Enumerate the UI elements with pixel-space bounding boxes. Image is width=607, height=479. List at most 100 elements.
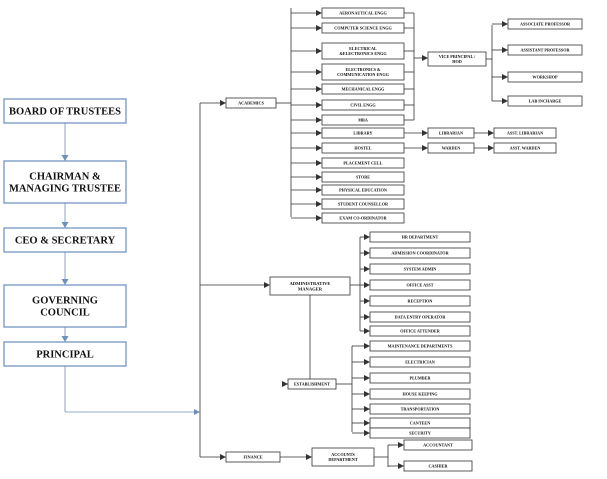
establishment-unit-node-5-box	[369, 403, 471, 415]
establishment-unit-node-1-label: MAINTENANCE DEPARTMENTS	[388, 343, 453, 348]
establishment-node: ESTABLISHMENT	[287, 378, 337, 390]
arrow-head-icon	[316, 187, 322, 193]
dept-node-4: ELECTRONICS &COMMUNICATION ENGG	[321, 63, 405, 81]
faculty-node-3: WORKSHOP	[507, 71, 583, 83]
academics-node: ACADEMICS	[225, 97, 277, 109]
admin-manager-node-label: ADMINISTRATIVE	[289, 281, 330, 286]
asst-warden-node-label: ASST. WARDEN	[510, 145, 541, 150]
establishment-unit-node-3: PLUMBER	[369, 372, 471, 384]
asst-warden-node: ASST. WARDEN	[493, 142, 557, 154]
library-node-label: LIBRARY	[353, 130, 372, 135]
dept-node-3-label: &ELECTRONICS ENGG	[339, 51, 387, 56]
arrow-head-icon	[364, 266, 370, 272]
arrow-head-icon	[488, 145, 494, 151]
faculty-node-4-label: LAB INCHARGE	[529, 98, 562, 103]
admin-staff-node-3-label: SYSTEM ADMIN	[404, 266, 437, 271]
admin-staff-node-4-box	[369, 279, 471, 291]
arrow-head-icon	[364, 314, 370, 320]
arrow-head-icon	[61, 222, 69, 228]
admin-staff-node-4: OFFICE ASST	[369, 279, 471, 291]
main-chain-box-1-box	[3, 98, 127, 124]
establishment-unit-node-4-label: HOUSE KEEPING	[402, 391, 438, 396]
arrow-head-icon	[398, 463, 404, 469]
arrow-head-icon	[61, 155, 69, 161]
asst-librarian-node-box	[493, 127, 557, 139]
warden-node: WARDEN	[427, 142, 475, 154]
establishment-unit-node-7-box	[369, 427, 471, 439]
main-chain-box-3: CEO & SECRETARY	[3, 227, 127, 253]
arrow-head-icon	[220, 454, 226, 460]
main-chain-box-4-label: GOVERNING	[32, 296, 98, 307]
dept-node-7: MBA	[321, 114, 405, 126]
asst-librarian-node-label: ASST. LIBRARIAN	[507, 130, 543, 135]
hostel-node: HOSTEL	[321, 142, 405, 154]
dept-node-3: ELECTRICAL&ELECTRONICS ENGG	[321, 42, 405, 60]
main-chain-box-1-label: BOARD OF TRUSTEES	[9, 107, 121, 118]
arrow-head-icon	[364, 282, 370, 288]
arrow-head-icon	[502, 47, 508, 53]
admin-staff-node-3: SYSTEM ADMIN	[369, 263, 471, 275]
admin-staff-node-3-box	[369, 263, 471, 275]
accountant-node-label: ACCOUNTANT	[423, 442, 453, 447]
dept-node-4-label: COMMUNICATION ENGG	[337, 72, 389, 77]
arrow-head-icon	[316, 86, 322, 92]
arrow-head-icon	[364, 406, 370, 412]
establishment-unit-node-2-box	[369, 356, 471, 368]
arrow-head-icon	[306, 454, 312, 460]
dept-node-2-label: COMPUTER SCIENCE ENGG	[334, 25, 392, 30]
arrow-head-icon	[502, 21, 508, 27]
admin-manager-node-label: MANAGER	[298, 286, 323, 291]
other-node-4: STUDENT COUNSELLOR	[321, 198, 405, 210]
main-chain-box-2-box	[3, 160, 127, 204]
other-node-3-box	[321, 184, 405, 196]
arrow-head-icon	[364, 328, 370, 334]
establishment-unit-node-1: MAINTENANCE DEPARTMENTS	[369, 340, 471, 352]
faculty-node-2: ASSISTANT PROFESSOR	[507, 44, 583, 56]
admin-staff-node-5-box	[369, 295, 471, 307]
dept-node-2: COMPUTER SCIENCE ENGG	[321, 22, 405, 34]
arrow-head-icon	[364, 298, 370, 304]
arrow-head-icon	[364, 430, 370, 436]
establishment-unit-node-5-label: TRANSPORTATION	[401, 406, 440, 411]
asst-librarian-node: ASST. LIBRARIAN	[493, 127, 557, 139]
arrow-head-icon	[282, 381, 288, 387]
dept-node-1: AERONAUTICAL ENGG	[321, 7, 405, 19]
dept-node-6: CIVIL ENGG	[321, 99, 405, 111]
accountant-node: ACCOUNTANT	[403, 439, 473, 451]
faculty-node-3-box	[507, 71, 583, 83]
faculty-node-1-label: ASSOCIATE PROFESSOR	[520, 21, 571, 26]
admin-staff-node-2: ADMISSION COORDINATOR	[369, 247, 471, 259]
arrow-head-icon	[316, 48, 322, 54]
other-node-4-label: STUDENT COUNSELLOR	[338, 201, 389, 206]
admin-staff-node-1-box	[369, 231, 471, 243]
arrow-head-icon	[364, 359, 370, 365]
arrow-head-icon	[502, 98, 508, 104]
admin-staff-node-2-box	[369, 247, 471, 259]
admin-staff-node-7-label: OFFICE ATTENDER	[400, 328, 441, 333]
vice-principal-node: VICE PRINCIPAL /HOD	[427, 51, 487, 67]
admin-staff-node-6-label: DATA ENTRY OPERATOR	[395, 314, 447, 319]
arrow-head-icon	[422, 145, 428, 151]
arrow-head-icon	[61, 336, 69, 342]
establishment-unit-node-2: ELECTRICIAN	[369, 356, 471, 368]
other-node-3: PHYSICAL EDUCATION	[321, 184, 405, 196]
establishment-unit-node-7-label: SECURITY	[409, 430, 431, 435]
cashier-node-box	[403, 460, 473, 472]
arrow-head-icon	[422, 130, 428, 136]
admin-staff-node-7-box	[369, 325, 471, 337]
admin-staff-node-1-label: HR DEPARTMENT	[402, 234, 439, 239]
librarian-node-label: LIBRARIAN	[439, 130, 463, 135]
admin-staff-node-7: OFFICE ATTENDER	[369, 325, 471, 337]
arrow-head-icon	[316, 102, 322, 108]
main-chain-box-4-box	[3, 284, 127, 328]
establishment-unit-node-6: CANTEEN	[369, 417, 471, 429]
warden-node-label: WARDEN	[442, 145, 461, 150]
admin-staff-node-2-label: ADMISSION COORDINATOR	[391, 250, 449, 255]
other-node-2-box	[321, 171, 405, 183]
cashier-node: CASHIER	[403, 460, 473, 472]
arrow-head-icon	[502, 74, 508, 80]
arrow-head-icon	[316, 201, 322, 207]
arrow-head-icon	[364, 234, 370, 240]
